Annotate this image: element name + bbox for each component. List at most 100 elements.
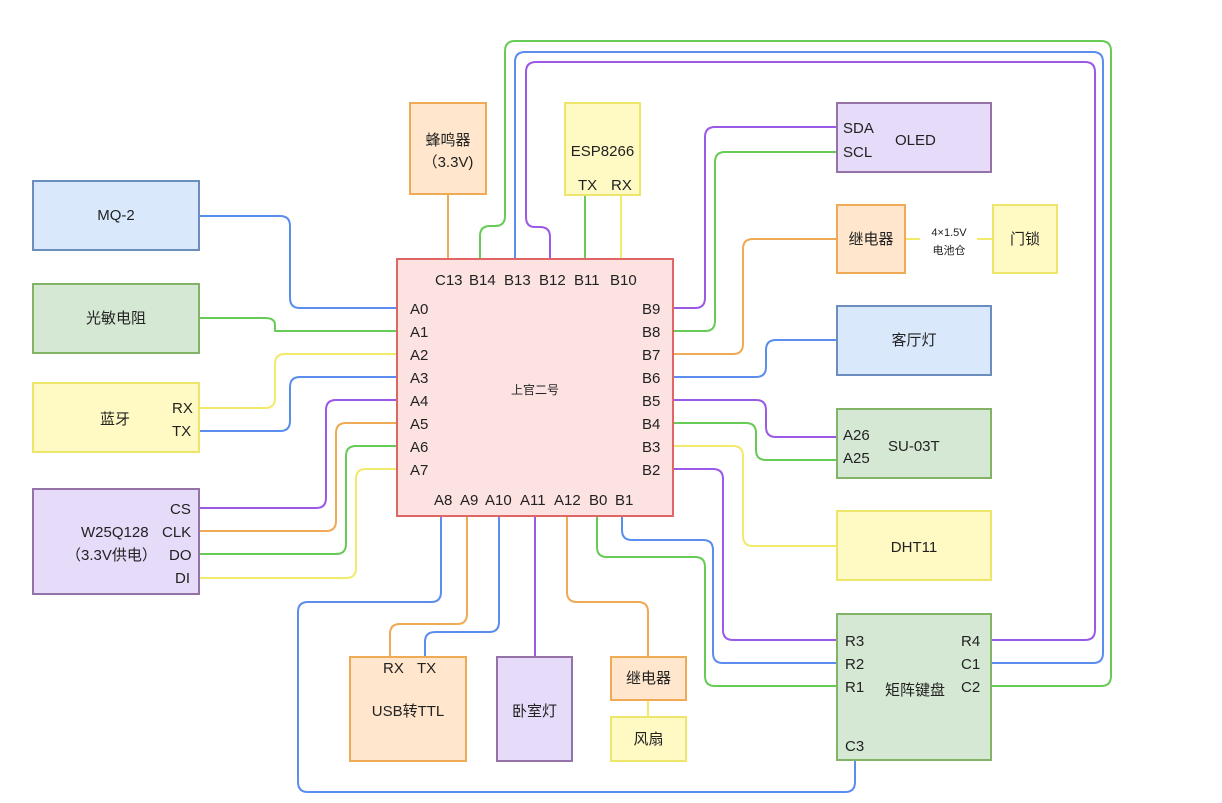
fan: 风扇 bbox=[610, 716, 687, 762]
mcu-pin-b11: B11 bbox=[574, 272, 600, 289]
bluetooth-module: 蓝牙 RX TX bbox=[32, 382, 200, 453]
wire-b1-keypad-r2 bbox=[621, 517, 836, 664]
mcu-pin-b10: B10 bbox=[610, 272, 637, 289]
bluetooth-label: 蓝牙 bbox=[100, 411, 131, 428]
wire-bt-rx-a2 bbox=[200, 353, 396, 409]
wire-b5-su03t-a26 bbox=[674, 399, 836, 438]
buzzer-label: 蜂鸣器 bbox=[425, 132, 471, 149]
mcu-pin-b7: B7 bbox=[642, 347, 661, 364]
mcu-pin-a6: A6 bbox=[410, 439, 429, 456]
keypad-c1-pin: C1 bbox=[961, 656, 981, 673]
esp8266-tx-pin: TX bbox=[578, 177, 598, 194]
bluetooth-tx-pin: TX bbox=[172, 423, 192, 440]
bedroom-light-label: 卧室灯 bbox=[511, 703, 557, 720]
mcu-pin-b9: B9 bbox=[642, 301, 661, 318]
wire-b0-keypad-r1 bbox=[596, 517, 836, 687]
mq2-sensor: MQ-2 bbox=[32, 180, 200, 251]
bedroom-light: 卧室灯 bbox=[496, 656, 573, 762]
mcu-pin-a11: A11 bbox=[520, 492, 546, 509]
wire-b7-relay bbox=[674, 238, 836, 355]
oled-display: SDA SCL OLED bbox=[836, 102, 992, 173]
mcu-pin-b8: B8 bbox=[642, 324, 661, 341]
wire-b14-keypad-c2 bbox=[479, 40, 1112, 687]
keypad-r2-pin: R2 bbox=[845, 656, 865, 673]
keypad-r3-pin: R3 bbox=[845, 633, 865, 650]
usb-ttl-rx-pin: RX bbox=[383, 660, 404, 677]
mcu-pin-b0: B0 bbox=[589, 492, 608, 509]
mcu-pin-b1: B1 bbox=[615, 492, 634, 509]
oled-label: OLED bbox=[895, 132, 936, 149]
wire-b6-living-light bbox=[674, 339, 836, 378]
wire-a10-usb-rx bbox=[424, 517, 500, 656]
mcu-pin-a4: A4 bbox=[410, 393, 429, 410]
mcu-pin-a7: A7 bbox=[410, 462, 429, 479]
door-lock: 门锁 bbox=[992, 204, 1058, 274]
mcu-pin-a0: A0 bbox=[410, 301, 429, 318]
wire-b3-dht11 bbox=[674, 445, 836, 547]
mcu-pin-a2: A2 bbox=[410, 347, 429, 364]
bluetooth-rx-pin: RX bbox=[172, 400, 193, 417]
relay-fan-label: 继电器 bbox=[625, 670, 671, 687]
mcu-pin-b13: B13 bbox=[504, 272, 531, 289]
buzzer: 蜂鸣器 （3.3V) bbox=[409, 102, 487, 195]
su03t-label: SU-03T bbox=[888, 438, 940, 455]
mcu-pin-a8: A8 bbox=[434, 492, 453, 509]
mcu-pin-b6: B6 bbox=[642, 370, 661, 387]
mcu-board: C13 B14 B13 B12 B11 B10 A0 A1 A2 A3 A4 A… bbox=[396, 258, 674, 517]
mcu-pin-a1: A1 bbox=[410, 324, 429, 341]
oled-scl-pin: SCL bbox=[843, 144, 873, 161]
flash-di-pin: DI bbox=[175, 570, 190, 587]
wire-b9-oled-sda bbox=[674, 126, 836, 309]
wire-a9-usb-tx bbox=[389, 517, 468, 656]
wire-b2-keypad-r3 bbox=[674, 468, 836, 641]
relay-lock: 继电器 bbox=[836, 204, 906, 274]
keypad-label: 矩阵键盘 bbox=[885, 682, 946, 699]
mcu-pin-a5: A5 bbox=[410, 416, 429, 433]
mcu-pin-b14: B14 bbox=[469, 272, 496, 289]
esp8266-label: ESP8266 bbox=[570, 143, 635, 160]
battery-label: 电池仓 bbox=[932, 245, 966, 257]
usb-ttl-module: RX TX USB转TTL bbox=[349, 656, 467, 762]
photoresistor: 光敏电阻 bbox=[32, 283, 200, 354]
mcu-pin-b5: B5 bbox=[642, 393, 661, 410]
wire-bt-tx-a3 bbox=[200, 376, 396, 432]
oled-sda-pin: SDA bbox=[843, 120, 874, 137]
flash-label: W25Q128 bbox=[81, 524, 149, 541]
usb-ttl-tx-pin: TX bbox=[417, 660, 437, 677]
mcu-label: 上官二号 bbox=[511, 383, 560, 397]
wire-a12-fan-relay bbox=[566, 517, 649, 656]
keypad-c2-pin: C2 bbox=[961, 679, 981, 696]
dht11-sensor: DHT11 bbox=[836, 510, 992, 581]
mcu-pin-a9: A9 bbox=[460, 492, 479, 509]
flash-cs-pin: CS bbox=[170, 501, 191, 518]
su03t-a25-pin: A25 bbox=[843, 450, 870, 467]
su03t-a26-pin: A26 bbox=[843, 427, 870, 444]
relay-lock-label: 继电器 bbox=[848, 231, 894, 248]
mcu-pin-c13: C13 bbox=[435, 272, 463, 289]
wire-cs-a4 bbox=[200, 399, 396, 509]
flash-w25q128: W25Q128 （3.3V供电） CS CLK DO DI bbox=[32, 488, 200, 595]
mcu-pin-a10: A10 bbox=[485, 492, 512, 509]
wire-a8-keypad-c3 bbox=[297, 517, 856, 793]
photoresistor-label: 光敏电阻 bbox=[85, 310, 146, 327]
mcu-pin-a12: A12 bbox=[554, 492, 581, 509]
living-room-light: 客厅灯 bbox=[836, 305, 992, 376]
wire-clk-a5 bbox=[200, 422, 396, 532]
wire-b8-oled-scl bbox=[674, 151, 836, 332]
esp8266-module: ESP8266 TX RX bbox=[564, 102, 641, 196]
usb-ttl-label: USB转TTL bbox=[371, 703, 445, 720]
su03t-module: A26 A25 SU-03T bbox=[836, 408, 992, 479]
wire-b13-keypad-c1 bbox=[514, 51, 1104, 664]
door-lock-label: 门锁 bbox=[1009, 231, 1040, 248]
flash-power-note: （3.3V供电） bbox=[66, 547, 157, 564]
mcu-pin-b2: B2 bbox=[642, 462, 661, 479]
keypad-r4-pin: R4 bbox=[961, 633, 981, 650]
keypad-r1-pin: R1 bbox=[845, 679, 865, 696]
living-room-light-label: 客厅灯 bbox=[891, 332, 937, 349]
mcu-pin-b3: B3 bbox=[642, 439, 661, 456]
buzzer-voltage: （3.3V) bbox=[422, 154, 474, 171]
flash-do-pin: DO bbox=[169, 547, 192, 564]
battery-voltage: 4×1.5V bbox=[931, 227, 967, 239]
mcu-pin-b4: B4 bbox=[642, 416, 661, 433]
